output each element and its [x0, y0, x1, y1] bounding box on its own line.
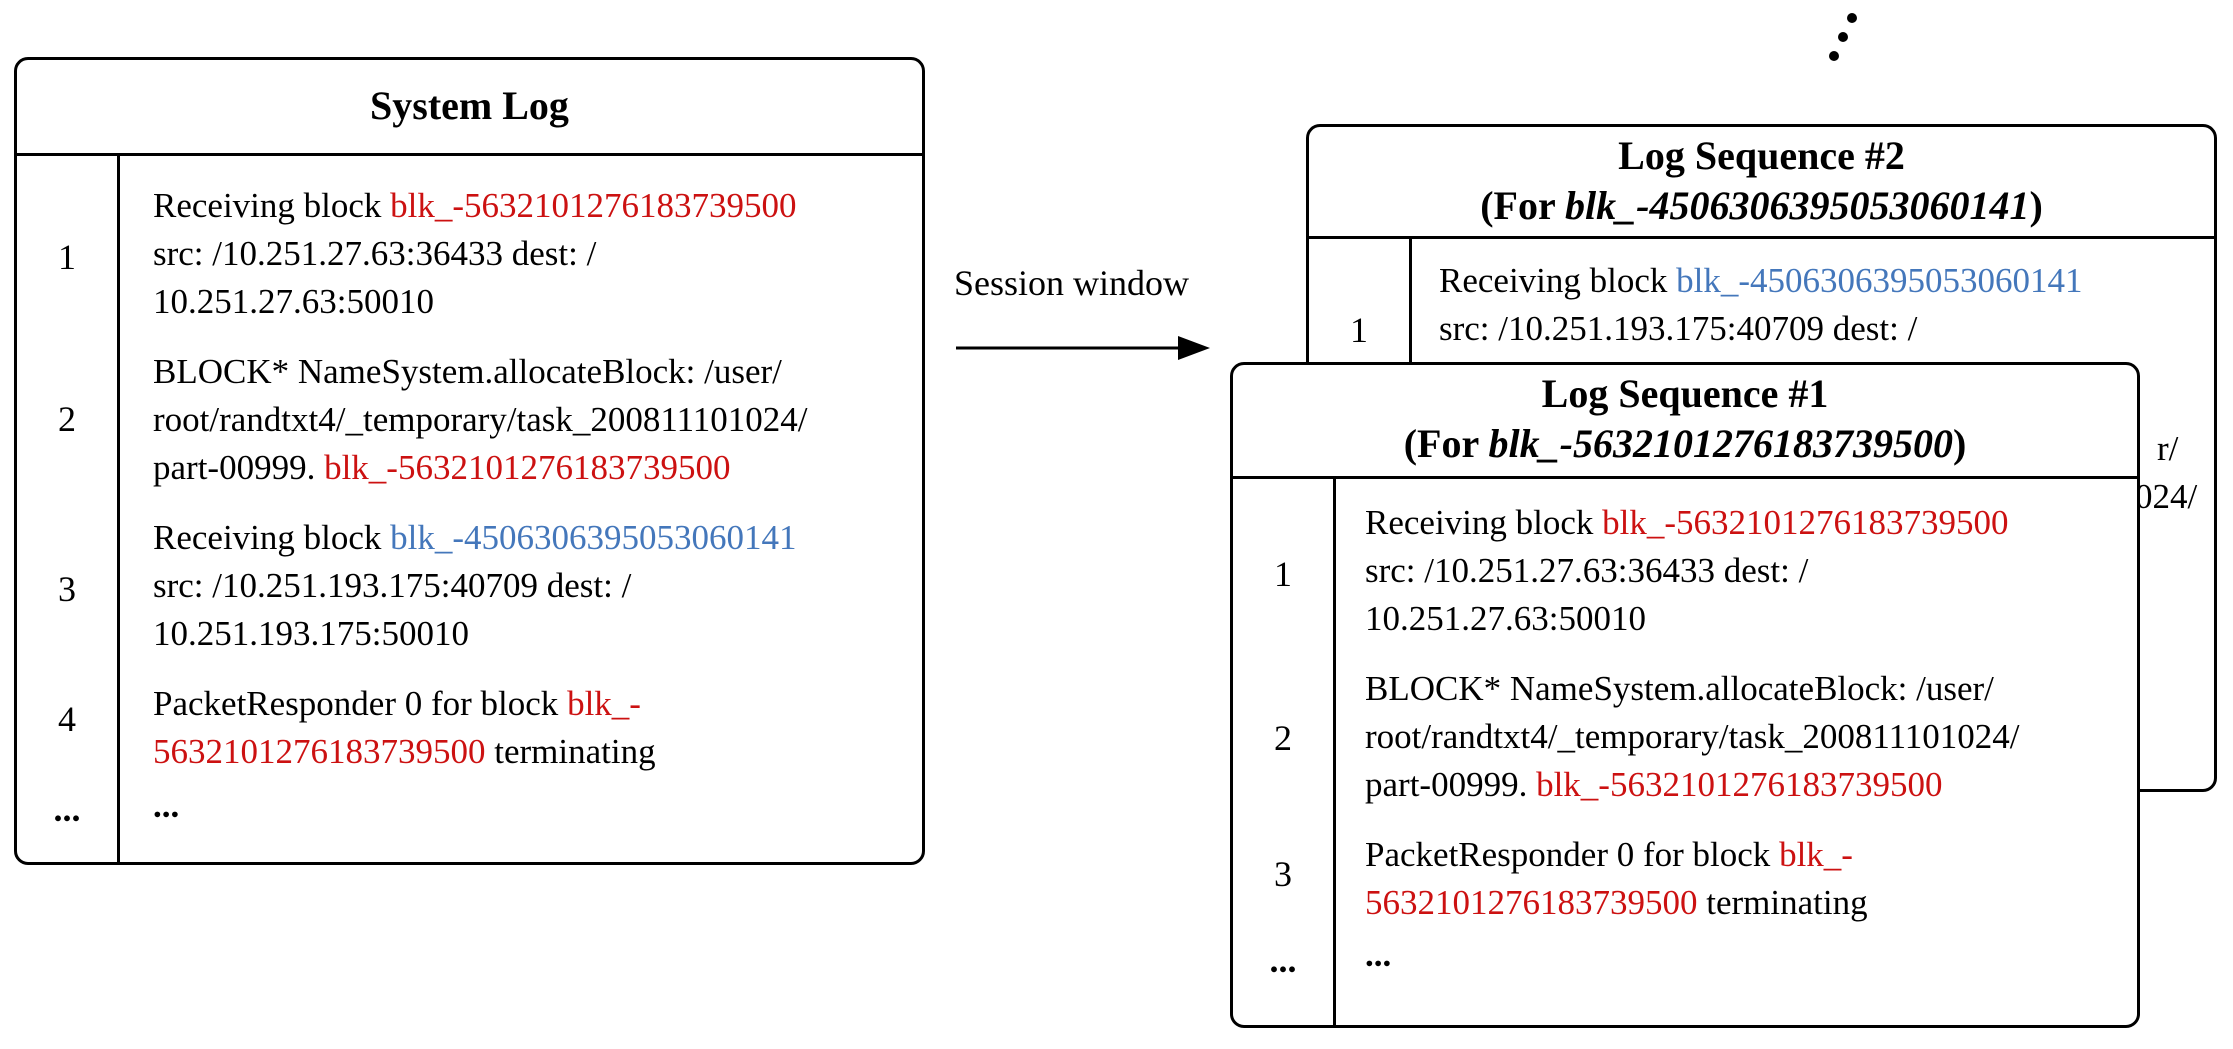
- row-text: PacketResponder 0 for block blk_- 563210…: [1365, 835, 1868, 922]
- block-id: blk_-5632101276183739500: [390, 186, 797, 225]
- row-number: 1: [1274, 554, 1292, 594]
- row-text: BLOCK* NameSystem.allocateBlock: /user/ …: [153, 352, 808, 487]
- column-separator: [117, 156, 120, 862]
- session-window-label: Session window: [954, 263, 1190, 303]
- log-sequence-2-title: Log Sequence #2 (For blk_-45063063950530…: [1309, 127, 2214, 239]
- row-text: Receiving block blk_-5632101276183739500…: [153, 186, 797, 321]
- row-number: ...: [53, 789, 81, 829]
- row-number: 1: [1350, 310, 1368, 350]
- session-window-arrow: [956, 336, 1210, 360]
- partial-text: 024/: [2135, 477, 2198, 516]
- block-id: blk_-: [1779, 835, 1853, 874]
- row-text: Receiving block blk_-5632101276183739500…: [1365, 503, 2009, 638]
- block-id: 5632101276183739500: [153, 732, 486, 771]
- log-sequence-1-title: Log Sequence #1 (For blk_-56321012761837…: [1233, 365, 2137, 479]
- block-id: blk_-4506306395053060141: [390, 518, 797, 557]
- system-log-title: System Log: [17, 60, 922, 156]
- row-text: BLOCK* NameSystem.allocateBlock: /user/ …: [1365, 669, 2020, 804]
- log-sequence-1-panel: Log Sequence #1 (For blk_-56321012761837…: [1230, 362, 2140, 1028]
- row-number: 4: [58, 699, 76, 739]
- block-id: 5632101276183739500: [1365, 883, 1698, 922]
- row-number: 3: [58, 569, 76, 609]
- more-sequences-ellipsis: [1829, 13, 1857, 61]
- row-text: Receiving block blk_-4506306395053060141…: [1439, 261, 2083, 348]
- system-log-panel: System Log 1 Receiving block blk_-563210…: [14, 57, 925, 865]
- row-text: ...: [1365, 935, 1392, 974]
- row-number: 3: [1274, 854, 1292, 894]
- row-number: 2: [1274, 718, 1292, 758]
- row-number: 2: [58, 399, 76, 439]
- block-id: blk_-4506306395053060141: [1676, 261, 2083, 300]
- row-text: PacketResponder 0 for block blk_- 563210…: [153, 684, 656, 771]
- partial-text: r/: [2157, 429, 2179, 468]
- block-id: blk_-5632101276183739500: [324, 448, 731, 487]
- row-number: ...: [1269, 940, 1297, 980]
- row-text: Receiving block blk_-4506306395053060141…: [153, 518, 797, 653]
- block-id: blk_-4506306395053060141: [1565, 183, 2030, 228]
- block-id: blk_-5632101276183739500: [1488, 421, 1953, 466]
- block-id: blk_-5632101276183739500: [1536, 765, 1943, 804]
- block-id: blk_-: [567, 684, 641, 723]
- row-number: 1: [58, 237, 76, 277]
- block-id: blk_-5632101276183739500: [1602, 503, 2009, 542]
- column-separator: [1333, 479, 1336, 1025]
- row-text: ...: [153, 786, 180, 825]
